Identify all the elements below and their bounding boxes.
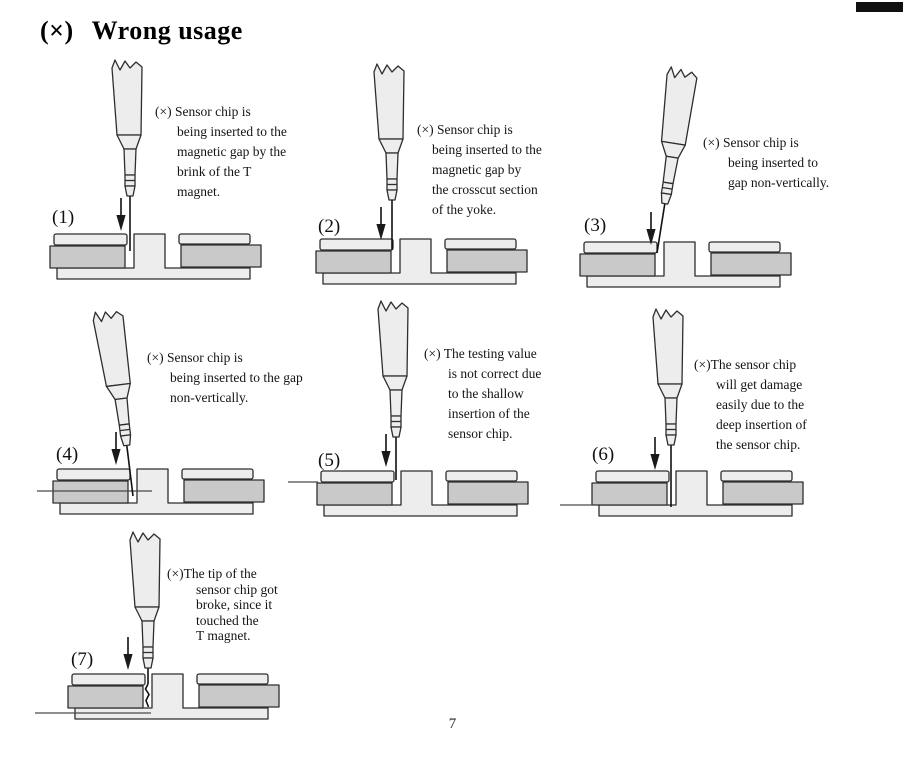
figure-3-label: (3): [584, 215, 607, 236]
figure-1-caption: (×) Sensor chip is being inserted to the…: [155, 104, 287, 199]
yoke-base: [315, 238, 528, 285]
page-number: 7: [448, 716, 457, 732]
figure-7-label: (7): [71, 649, 94, 670]
figure-6-diagram: [560, 308, 804, 517]
figure-4-caption: (×) Sensor chip is being inserted to the…: [147, 350, 303, 405]
figure-2-caption: (×) Sensor chip is being inserted to the…: [417, 122, 542, 217]
figure-2-label: (2): [318, 216, 341, 237]
probe-icon: [652, 308, 684, 507]
figure-5-caption: (×) The testing value is not correct due…: [424, 346, 542, 441]
probe-icon: [373, 63, 405, 250]
yoke-base: [591, 470, 804, 517]
yoke-base: [67, 673, 280, 720]
down-arrow-icon: [649, 436, 661, 471]
corner-mark: [856, 2, 903, 12]
wrong-mark: (×): [40, 16, 74, 45]
figure-5-diagram: [288, 300, 529, 517]
figure-4-label: (4): [56, 444, 79, 465]
down-arrow-icon: [645, 211, 657, 246]
figure-6-caption: (×)The sensor chip will get damage easil…: [694, 357, 807, 452]
page-title: (×)Wrong usage: [40, 16, 243, 45]
figure-3-diagram: [579, 65, 792, 288]
figure-7-caption: (×)The tip of the sensor chip got broke,…: [167, 566, 278, 643]
probe-icon: [91, 308, 140, 497]
figure-3-caption: (×) Sensor chip is being inserted to gap…: [703, 135, 830, 190]
down-arrow-icon: [122, 636, 134, 671]
figure-5-label: (5): [318, 450, 341, 471]
figure-1-label: (1): [52, 207, 75, 228]
figure-7-diagram: [35, 531, 280, 720]
probe-icon: [377, 300, 409, 480]
probe-icon: [646, 65, 699, 254]
figure-2-diagram: [315, 63, 528, 285]
figure-1-diagram: [49, 59, 262, 280]
yoke-base: [316, 470, 529, 517]
yoke-base: [579, 241, 792, 288]
down-arrow-icon: [115, 197, 127, 232]
figure-6-label: (6): [592, 444, 615, 465]
figure-4-diagram: [37, 308, 265, 515]
yoke-base: [49, 233, 262, 280]
broken-tip-icon: [144, 683, 150, 708]
down-arrow-icon: [375, 206, 387, 241]
probe-icon: [111, 59, 143, 251]
down-arrow-icon: [380, 433, 392, 468]
down-arrow-icon: [110, 431, 122, 466]
probe-icon: [129, 531, 161, 684]
